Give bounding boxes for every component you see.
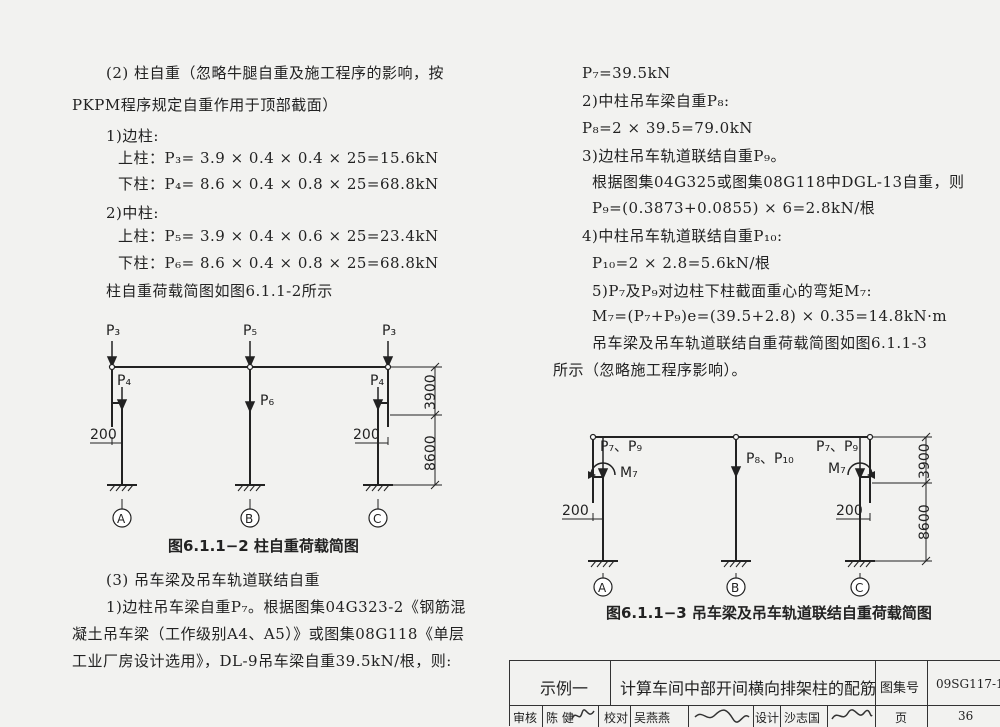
text-line: 1)边柱: bbox=[106, 127, 159, 145]
text-line: 下柱：P₆= 8.6 × 0.4 × 0.8 × 25=68.8kN bbox=[118, 254, 439, 272]
text-line: P₇=39.5kN bbox=[582, 64, 671, 82]
label-p5: P₅ bbox=[243, 323, 257, 339]
axis-label-a: A bbox=[117, 512, 126, 526]
figure-crane-beam-load: P₇、P₉ P₈、P₁₀ P₇、P₉ M₇ M₇ 200 200 3900 86… bbox=[562, 432, 933, 597]
label-p3-right: P₃ bbox=[382, 323, 396, 339]
text-line: P₁₀=2 × 2.8=5.6kN/根 bbox=[592, 254, 771, 272]
axis-label-c: C bbox=[373, 512, 381, 526]
text-line: 柱自重荷载简图如图6.1.1-2所示 bbox=[106, 282, 333, 300]
text-line: 2)中柱: bbox=[106, 204, 159, 222]
dim-8600: 8600 bbox=[423, 435, 439, 471]
text-line: 4)中柱吊车轨道联结自重P₁₀: bbox=[582, 227, 783, 245]
dim-200-left: 200 bbox=[90, 427, 117, 443]
text-line: P₈=2 × 39.5=79.0kN bbox=[582, 119, 753, 137]
title-block: 示例一 计算车间中部开间横向排架柱的配筋 图集号 09SG117-1 审核 陈 … bbox=[509, 660, 1000, 727]
label-p8-p10: P₈、P₁₀ bbox=[746, 451, 794, 467]
check-label: 校对 bbox=[604, 711, 629, 725]
dim-200-right: 200 bbox=[836, 503, 863, 519]
review-label: 审核 bbox=[513, 711, 538, 725]
designer-name: 沙志国 bbox=[784, 711, 821, 725]
text-line: (3) 吊车梁及吊车轨道联结自重 bbox=[106, 571, 321, 589]
axis-label-b: B bbox=[245, 512, 253, 526]
text-line: 3)边柱吊车轨道联结自重P₉。 bbox=[582, 147, 787, 165]
text-line: 下柱：P₄= 8.6 × 0.4 × 0.8 × 25=68.8kN bbox=[118, 175, 439, 193]
text-line: 2)中柱吊车梁自重P₈: bbox=[582, 92, 730, 110]
dim-200-left: 200 bbox=[562, 503, 589, 519]
text-line: 吊车梁及吊车轨道联结自重荷载简图如图6.1.1-3 bbox=[592, 334, 928, 352]
atlas-label: 图集号 bbox=[880, 681, 920, 696]
text-line: 1)边柱吊车梁自重P₇。根据图集04G323-2《钢筋混 bbox=[106, 598, 466, 616]
label-m7-right: M₇ bbox=[828, 461, 846, 477]
dim-8600: 8600 bbox=[917, 504, 933, 540]
page-number: 36 bbox=[958, 709, 974, 723]
text-line: 凝土吊车梁（工作级别A4、A5）》或图集08G118《单层 bbox=[72, 625, 465, 643]
text-line: P₉=(0.3873+0.0855) × 6=2.8kN/根 bbox=[592, 199, 876, 217]
text-line: 所示（忽略施工程序影响）。 bbox=[553, 361, 748, 379]
label-p7-p9-left: P₇、P₉ bbox=[600, 439, 642, 455]
dim-200-right: 200 bbox=[353, 427, 380, 443]
designer-signature bbox=[831, 709, 873, 720]
text-line: (2) 柱自重（忽略牛腿自重及施工程序的影响，按 bbox=[106, 64, 445, 82]
example-label: 示例一 bbox=[540, 679, 589, 698]
label-p6: P₆ bbox=[260, 393, 274, 409]
label-p4-left: P₄ bbox=[117, 373, 131, 389]
text-line: 上柱：P₃= 3.9 × 0.4 × 0.4 × 25=15.6kN bbox=[118, 149, 439, 167]
text-line: 根据图集04G325或图集08G118中DGL-13自重，则 bbox=[592, 173, 965, 191]
text-line: 上柱：P₅= 3.9 × 0.4 × 0.6 × 25=23.4kN bbox=[118, 227, 439, 245]
reviewer-signature bbox=[571, 709, 595, 720]
text-line: 5)P₇及P₉对边柱下柱截面重心的弯矩M₇: bbox=[592, 282, 873, 300]
figure-caption: 图6.1.1−3 吊车梁及吊车轨道联结自重荷载简图 bbox=[606, 604, 932, 622]
text-line: M₇=(P₇+P₉)e=(39.5+2.8) × 0.35=14.8kN·m bbox=[592, 307, 948, 325]
figure-caption: 图6.1.1−2 柱自重荷载简图 bbox=[168, 537, 359, 555]
axis-label-b: B bbox=[731, 581, 739, 595]
dim-3900: 3900 bbox=[423, 374, 439, 410]
label-p7-p9-right: P₇、P₉ bbox=[816, 439, 858, 455]
page-label: 页 bbox=[895, 711, 908, 725]
design-label: 设计 bbox=[755, 711, 780, 725]
checker-signature bbox=[694, 709, 750, 723]
reviewer-name: 陈 健 bbox=[546, 711, 574, 725]
dim-3900: 3900 bbox=[917, 443, 933, 479]
checker-name: 吴燕燕 bbox=[634, 711, 671, 725]
label-p3-left: P₃ bbox=[106, 323, 120, 339]
label-p4-right: P₄ bbox=[370, 373, 384, 389]
label-m7-left: M₇ bbox=[620, 465, 638, 481]
atlas-number: 09SG117-1 bbox=[936, 677, 1000, 691]
axis-label-c: C bbox=[855, 581, 863, 595]
text-line: 工业厂房设计选用》，DL-9吊车梁自重39.5kN/根，则: bbox=[72, 652, 452, 670]
axis-label-a: A bbox=[598, 581, 607, 595]
text-line: PKPM程序规定自重作用于顶部截面） bbox=[72, 96, 338, 114]
figure-column-self-weight: P₃ P₅ P₃ P₄ P₆ P₄ 200 200 3900 8600 A B … bbox=[90, 323, 442, 528]
drawing-title: 计算车间中部开间横向排架柱的配筋 bbox=[620, 679, 877, 698]
